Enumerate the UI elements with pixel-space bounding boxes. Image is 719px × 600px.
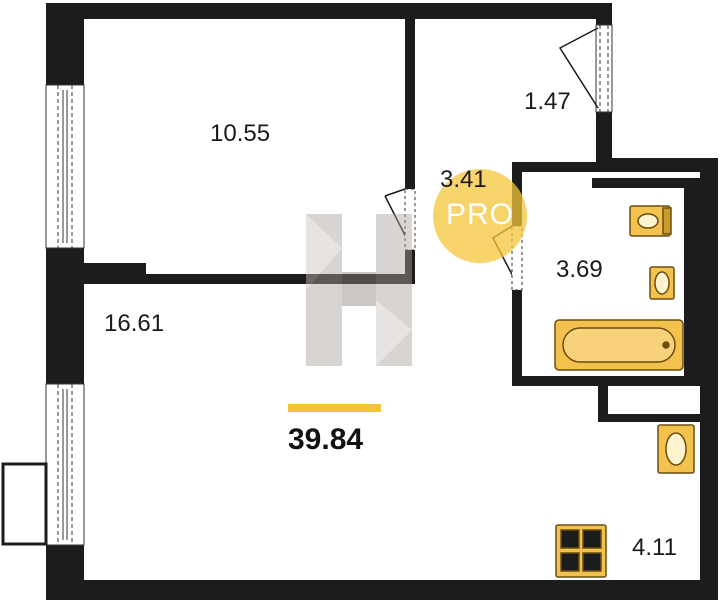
right-top-wall [596, 158, 700, 172]
left-wall-mid [46, 248, 84, 384]
niche-bottom [598, 414, 700, 422]
bedroom-floor-wall [84, 274, 415, 284]
windows [45, 24, 613, 546]
kitchen-area-label: 4.11 [632, 534, 677, 561]
niche-left [598, 386, 608, 422]
pro-badge-text: PRO [446, 198, 515, 231]
total-area: 39.84 [288, 423, 364, 456]
sink-icon [649, 266, 675, 300]
bath-top-wall [512, 162, 612, 172]
right-outer-wall [700, 158, 718, 600]
window-bedroom [45, 84, 85, 249]
bedroom-partition-low [405, 250, 415, 284]
right-wall-step [596, 112, 612, 170]
window-hall [595, 24, 613, 113]
bottom-wall [46, 580, 702, 600]
bathroom-area-label: 3.69 [556, 256, 603, 283]
bath-inner-right [684, 188, 700, 376]
bathtub-icon [554, 319, 684, 371]
window-living [45, 383, 85, 546]
bath-left-wall-low [512, 290, 522, 386]
top-wall [46, 3, 612, 19]
right-wall-upper [596, 3, 612, 25]
bath-bottom-wall [512, 376, 700, 386]
bedroom-area-label: 10.55 [210, 120, 271, 147]
bedroom-partition [405, 19, 415, 189]
living-area-label: 16.61 [104, 310, 165, 337]
fixtures [554, 205, 695, 578]
outer-walls [46, 3, 718, 600]
bedroom-floor-wall-left [84, 263, 146, 276]
door-hall [558, 27, 599, 109]
left-wall-top [46, 3, 84, 85]
kitchen-sink-icon [657, 424, 695, 474]
stove-icon [555, 524, 607, 578]
total-accent-bar [288, 404, 381, 412]
pro-badge-circle [433, 169, 527, 263]
hall-area-label: 1.47 [524, 88, 571, 115]
balcony [1, 462, 48, 546]
toilet-icon [629, 205, 672, 237]
watermark-logo [306, 214, 412, 366]
corridor-area-label: 3.41 [440, 166, 487, 193]
bath-inner-top [592, 178, 700, 188]
